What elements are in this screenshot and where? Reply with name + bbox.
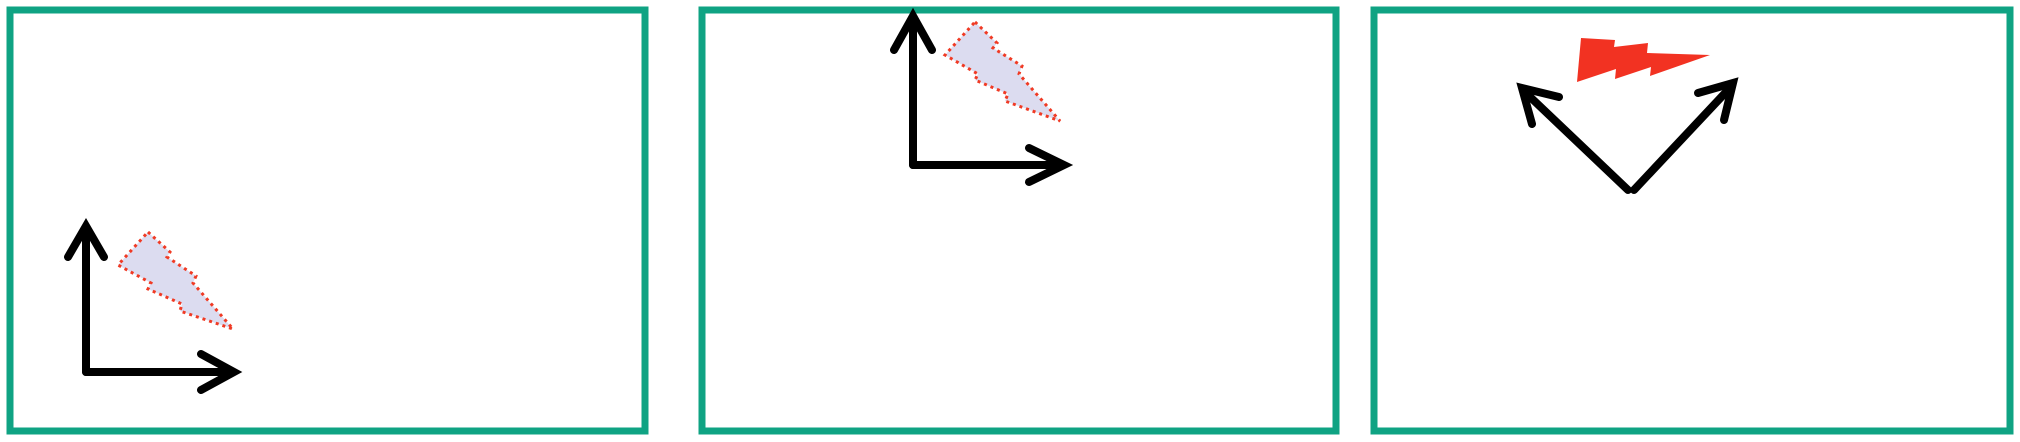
panel-3-left-arrowhead bbox=[1516, 82, 1563, 128]
panel-3-axes bbox=[1516, 77, 1739, 194]
panel-3-lightning-bolt bbox=[1577, 38, 1710, 82]
panel-3-right-axis bbox=[1630, 87, 1731, 194]
panel-2 bbox=[698, 6, 1340, 435]
panel-3-right-arrowhead bbox=[1694, 77, 1739, 124]
panel-2-frame bbox=[698, 6, 1340, 435]
panel-1 bbox=[6, 6, 649, 435]
panel-1-frame bbox=[6, 6, 649, 435]
panel-2-axes bbox=[890, 7, 1074, 186]
panel-2-y-arrowhead bbox=[890, 7, 936, 54]
panel-1-x-arrowhead bbox=[197, 350, 243, 394]
panel-3 bbox=[1370, 6, 2014, 435]
panel-1-axes bbox=[64, 218, 243, 394]
panel-2-lightning-bolt bbox=[942, 19, 1062, 123]
panel-1-lightning-bolt bbox=[115, 229, 238, 333]
panel-3-left-axis bbox=[1523, 90, 1632, 194]
panel-1-y-arrowhead bbox=[64, 218, 108, 261]
panel-2-x-arrowhead bbox=[1025, 144, 1074, 186]
panel-3-frame bbox=[1370, 6, 2014, 435]
